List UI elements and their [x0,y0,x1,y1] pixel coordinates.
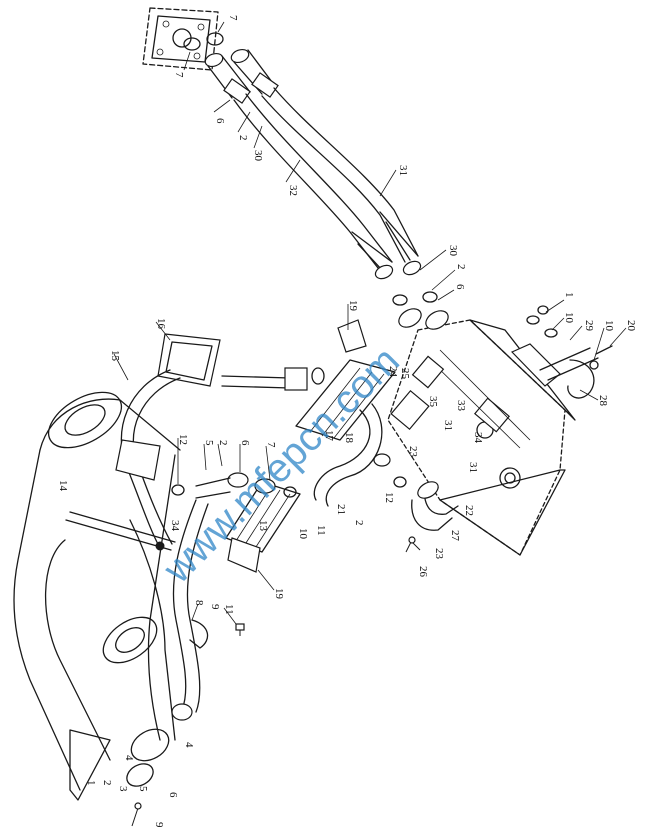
callout-20: 20 [625,320,637,332]
callout-3: 3 [117,786,129,792]
small-bolts [131,536,416,827]
callout-19: 19 [273,588,285,600]
callout-2: 2 [237,135,249,141]
valve-fittings-upper [390,291,449,431]
lower-elbow-27 [409,481,459,551]
callout-22: 22 [463,505,475,516]
callout-23: 23 [433,548,445,560]
callout-7: 7 [265,442,277,448]
callout-6: 6 [239,440,251,446]
callout-35: 35 [427,396,439,408]
callout-1: 1 [85,780,97,786]
callout-4: 4 [183,742,195,748]
top-o-rings [183,32,224,51]
long-hose-32 [233,93,393,271]
callout-25: 25 [399,368,411,380]
lower-fittings-5-6-7 [171,472,297,499]
callout-18: 18 [343,432,355,444]
callout-21: 21 [335,504,347,515]
callout-24: 24 [387,366,399,378]
leader-lines [113,21,627,625]
handle-bar-15 [115,369,181,549]
callout-27: 27 [449,530,461,542]
callout-2: 2 [101,780,113,786]
callout-7: 7 [173,72,185,78]
callout-5: 5 [137,786,149,792]
callout-30: 30 [252,150,264,162]
callout-6: 6 [214,118,226,124]
callout-4: 4 [123,755,135,761]
connecting-rod [65,511,176,551]
callout-2: 2 [455,264,467,270]
callout-11: 11 [223,604,235,615]
pipe-to-pedal [221,367,325,391]
callout-31: 31 [442,420,454,431]
callout-14: 14 [57,480,69,492]
bracket-28 [510,305,613,399]
callout-12: 12 [383,492,395,503]
callout-29: 29 [583,320,595,332]
callout-7: 7 [227,15,239,21]
callout-26: 26 [417,566,429,578]
callout-34: 34 [169,520,181,532]
callout-32: 32 [287,185,299,196]
callout-34: 34 [472,432,484,444]
lower-cooler-19 [225,481,301,573]
callout-28: 28 [597,395,609,407]
middle-cooler-block [295,319,396,441]
callout-31: 31 [397,165,409,176]
lower-hose-8 [171,499,209,721]
callout-33: 33 [455,400,467,412]
top-hose-fittings [204,48,279,104]
callout-2: 2 [353,520,365,526]
callout-1: 1 [563,292,575,298]
callout-8: 8 [193,600,205,606]
long-hose-31 [261,87,419,263]
callout-17: 17 [323,430,335,442]
callout-19: 19 [347,300,359,312]
pedal-16 [157,333,221,387]
valve-block [387,319,576,556]
callout-2: 2 [217,440,229,446]
callout-9: 9 [153,822,165,828]
center-pipe-17 [313,403,407,507]
callout-13: 13 [257,520,269,532]
callout-11: 11 [315,525,327,536]
callout-10: 10 [603,320,615,332]
callout-labels: 7 7 6 2 30 32 31 30 2 6 1 10 29 10 20 28… [57,15,637,828]
callout-23: 23 [407,446,419,458]
callout-9: 9 [209,604,221,610]
callout-5: 5 [203,440,215,446]
callout-30: 30 [447,245,459,257]
callout-16: 16 [155,318,167,330]
callout-10: 10 [563,312,575,324]
callout-31: 31 [467,462,479,473]
hose-ends-lower [374,260,422,280]
callout-12: 12 [177,434,189,445]
callout-6: 6 [167,792,179,798]
callout-6: 6 [454,284,466,290]
callout-10: 10 [297,528,309,540]
main-cylinder-14 [13,391,181,791]
cylinder-body [44,519,176,801]
